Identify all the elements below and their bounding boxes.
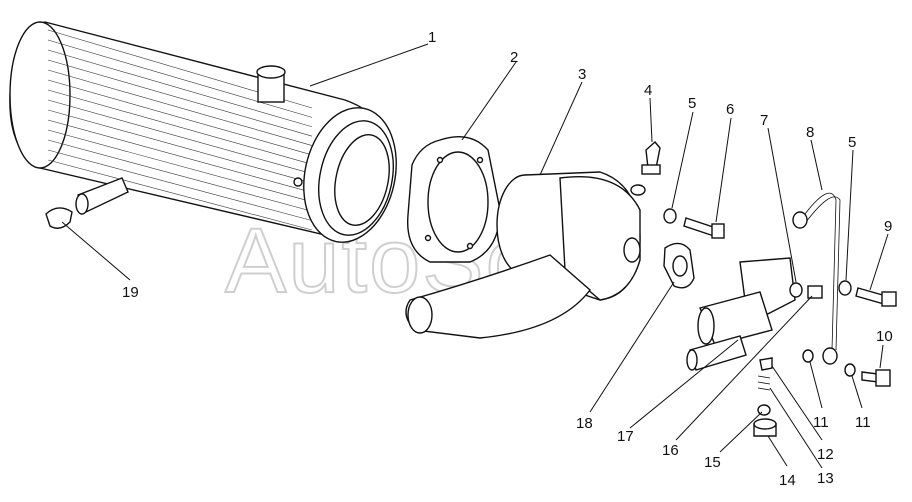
part-7-washer bbox=[789, 282, 803, 298]
callout-12: 12 bbox=[817, 446, 834, 463]
callout-8: 8 bbox=[806, 124, 814, 141]
callout-1: 1 bbox=[428, 29, 436, 46]
cylinder-hatch-line bbox=[47, 119, 313, 193]
callout-6: 6 bbox=[726, 101, 734, 118]
part-3-housing bbox=[405, 171, 641, 339]
cylinder-hatch-line bbox=[47, 109, 313, 184]
callout-4: 4 bbox=[644, 82, 652, 99]
part-11-washer-left bbox=[802, 349, 814, 363]
part-16-17-pump bbox=[686, 257, 796, 371]
part-1-cylinder bbox=[9, 21, 397, 243]
leader-lines bbox=[61, 43, 889, 469]
part-19-cap bbox=[45, 207, 73, 229]
part-11-washer-right bbox=[844, 363, 856, 377]
callout-7: 7 bbox=[760, 112, 768, 129]
part-4-fitting bbox=[630, 140, 661, 196]
callout-17: 17 bbox=[617, 428, 634, 445]
callout-5b: 5 bbox=[848, 134, 856, 151]
callout-3: 3 bbox=[578, 66, 586, 83]
cylinder-hatch-line bbox=[47, 129, 313, 203]
cylinder-hatch-line bbox=[47, 159, 313, 231]
cylinder-hatch-line bbox=[47, 99, 313, 174]
cylinder-hatch-line bbox=[47, 59, 313, 137]
cylinder-hatch-line bbox=[47, 39, 313, 118]
part-5-washer-right bbox=[838, 280, 852, 296]
cylinder-hatch-line bbox=[47, 49, 313, 128]
part-16-fitting bbox=[807, 285, 823, 299]
callout-9: 9 bbox=[884, 218, 892, 235]
cylinder-hatch-line bbox=[47, 89, 313, 165]
part-13-spring bbox=[757, 375, 771, 391]
part-14-nut bbox=[753, 418, 777, 437]
callout-11a: 11 bbox=[813, 414, 829, 431]
part-9-bolt bbox=[855, 287, 897, 307]
callouts: 1 2 3 4 5 6 7 8 5 9 10 11 11 12 13 14 15… bbox=[122, 29, 893, 489]
part-18-flange-gasket bbox=[663, 242, 695, 289]
part-2-gasket bbox=[406, 136, 501, 263]
part-8-tube bbox=[792, 192, 841, 365]
callout-11b: 11 bbox=[855, 414, 871, 431]
callout-15: 15 bbox=[704, 454, 721, 471]
callout-16: 16 bbox=[662, 442, 679, 459]
callout-18: 18 bbox=[576, 415, 593, 432]
cylinder-hatch-line bbox=[47, 69, 313, 146]
callout-13: 13 bbox=[817, 470, 834, 487]
callout-19: 19 bbox=[122, 284, 139, 301]
part-10-bolt bbox=[861, 369, 891, 387]
callout-10: 10 bbox=[876, 328, 893, 345]
callout-14: 14 bbox=[779, 472, 796, 489]
cylinder-hatch-line bbox=[47, 149, 313, 221]
part-12-plug bbox=[759, 357, 773, 371]
part-5-washer-left bbox=[663, 208, 677, 224]
callout-5a: 5 bbox=[688, 95, 696, 112]
cylinder-hatch-line bbox=[47, 79, 313, 156]
callout-2: 2 bbox=[510, 49, 518, 66]
part-6-bolt bbox=[683, 217, 725, 239]
cylinder-hatch-line bbox=[47, 139, 313, 212]
